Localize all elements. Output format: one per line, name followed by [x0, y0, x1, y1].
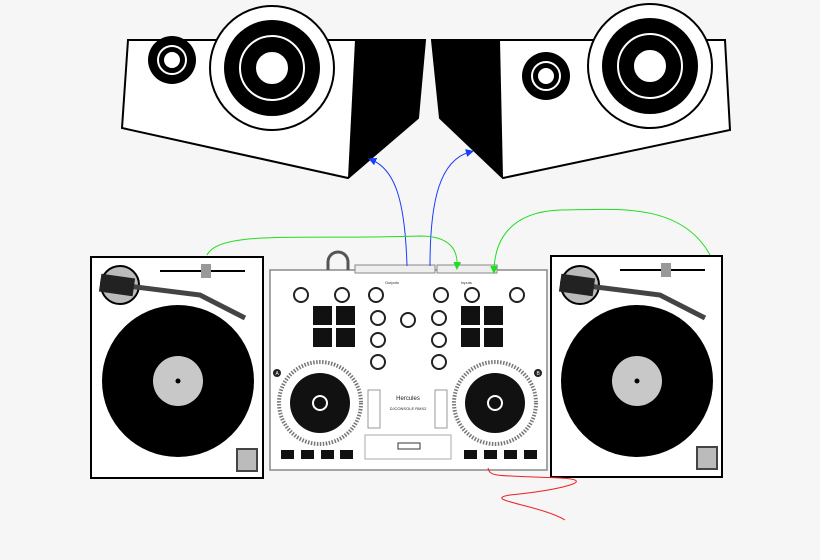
rotary-knob[interactable] [400, 312, 416, 328]
cue-button[interactable] [464, 450, 477, 459]
jog-wheel-b[interactable] [452, 360, 538, 446]
performance-pad[interactable] [313, 306, 332, 325]
right-speaker [430, 3, 732, 180]
crossfader[interactable] [397, 442, 421, 450]
power-cable [487, 467, 577, 521]
rotary-knob[interactable] [334, 287, 350, 303]
performance-pad[interactable] [336, 328, 355, 347]
performance-pad[interactable] [461, 328, 480, 347]
cue-button[interactable] [524, 450, 537, 459]
deck-b-label: B [537, 371, 541, 377]
right-turntable [550, 255, 723, 478]
cue-button[interactable] [484, 450, 497, 459]
model-name: DJCONSOLE RMX2 [390, 406, 427, 411]
rotary-knob[interactable] [370, 310, 386, 326]
rotary-knob[interactable] [509, 287, 525, 303]
left-turntable [90, 256, 264, 479]
rotary-knob[interactable] [431, 354, 447, 370]
rotary-knob[interactable] [433, 287, 449, 303]
output-cable-left [368, 157, 408, 267]
performance-pad[interactable] [461, 306, 480, 325]
cue-button[interactable] [504, 450, 517, 459]
performance-pad[interactable] [484, 306, 503, 325]
deck-a-label: A [276, 371, 280, 377]
cue-button[interactable] [340, 450, 353, 459]
left-speaker [120, 5, 427, 180]
rotary-knob[interactable] [431, 332, 447, 348]
input-cable-right [490, 208, 711, 274]
brand-logo: Hercules [396, 396, 420, 402]
rotary-knob[interactable] [464, 287, 480, 303]
performance-pad[interactable] [313, 328, 332, 347]
rotary-knob[interactable] [370, 354, 386, 370]
rotary-knob[interactable] [293, 287, 309, 303]
rotary-knob[interactable] [431, 310, 447, 326]
outputs-label: Outputs [385, 280, 399, 285]
rotary-knob[interactable] [370, 332, 386, 348]
jog-wheel-a[interactable] [277, 360, 363, 446]
cue-button[interactable] [321, 450, 334, 459]
cue-button[interactable] [281, 450, 294, 459]
performance-pad[interactable] [484, 328, 503, 347]
rotary-knob[interactable] [368, 287, 384, 303]
performance-pad[interactable] [336, 306, 355, 325]
dj-controller: Outputs Inputs A B Hercules DJCONSOLE RM… [269, 250, 548, 471]
input-cable-left [206, 235, 462, 270]
inputs-label: Inputs [461, 280, 472, 285]
output-cable-right [429, 149, 474, 267]
cue-button[interactable] [301, 450, 314, 459]
